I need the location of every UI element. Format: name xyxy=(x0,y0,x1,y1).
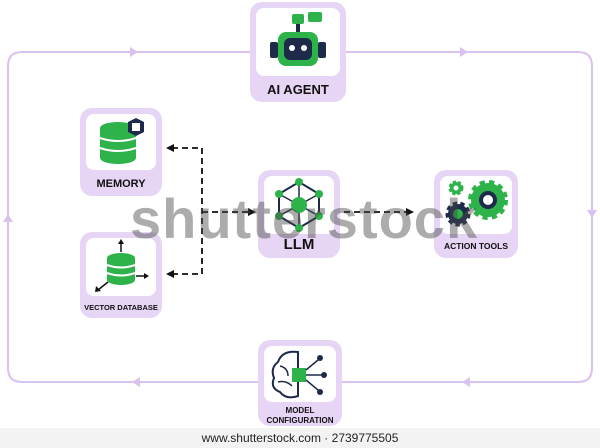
gears-icon xyxy=(445,180,508,227)
loop-arrow-right xyxy=(587,210,597,218)
robot-icon xyxy=(270,12,326,66)
memory-vector-bracket xyxy=(172,147,203,275)
llm-label: LLM xyxy=(283,236,315,253)
llm-card: LLM xyxy=(258,170,340,258)
loop-arrow-left xyxy=(3,214,13,222)
action-tools-label: ACTION TOOLS xyxy=(443,241,509,251)
loop-arrow-bottom-right xyxy=(462,377,470,387)
model-configuration-card: MODEL CONFIGURATION xyxy=(258,340,342,426)
vector-database-icon xyxy=(95,239,149,292)
arrow-to-memory xyxy=(166,144,174,152)
loop-arrow-top-left xyxy=(130,47,138,57)
vector-database-card: VECTOR DATABASE xyxy=(80,232,162,318)
watermark: shutterstock xyxy=(130,187,479,250)
arrow-to-vector xyxy=(166,270,174,278)
database-chip-icon xyxy=(99,118,144,164)
memory-card: MEMORY xyxy=(80,108,162,196)
action-tools-card: ACTION TOOLS xyxy=(434,170,518,258)
neural-network-icon xyxy=(275,178,323,232)
ai-agent-card: AI AGENT xyxy=(250,2,346,102)
footer-credit: www.shutterstock.com · 2739775505 xyxy=(0,428,600,448)
vector-database-label: VECTOR DATABASE xyxy=(84,303,158,312)
model-configuration-label: MODEL CONFIGURATION xyxy=(266,406,334,425)
arrow-into-tools xyxy=(406,208,414,216)
brain-chip-icon xyxy=(271,350,327,399)
memory-label: MEMORY xyxy=(96,178,146,190)
connectors xyxy=(172,147,406,275)
arrow-into-llm xyxy=(248,208,256,216)
ai-agent-label: AI AGENT xyxy=(267,82,329,97)
loop-arrow-top-right xyxy=(460,47,468,57)
loop-arrow-bottom-left xyxy=(132,377,140,387)
